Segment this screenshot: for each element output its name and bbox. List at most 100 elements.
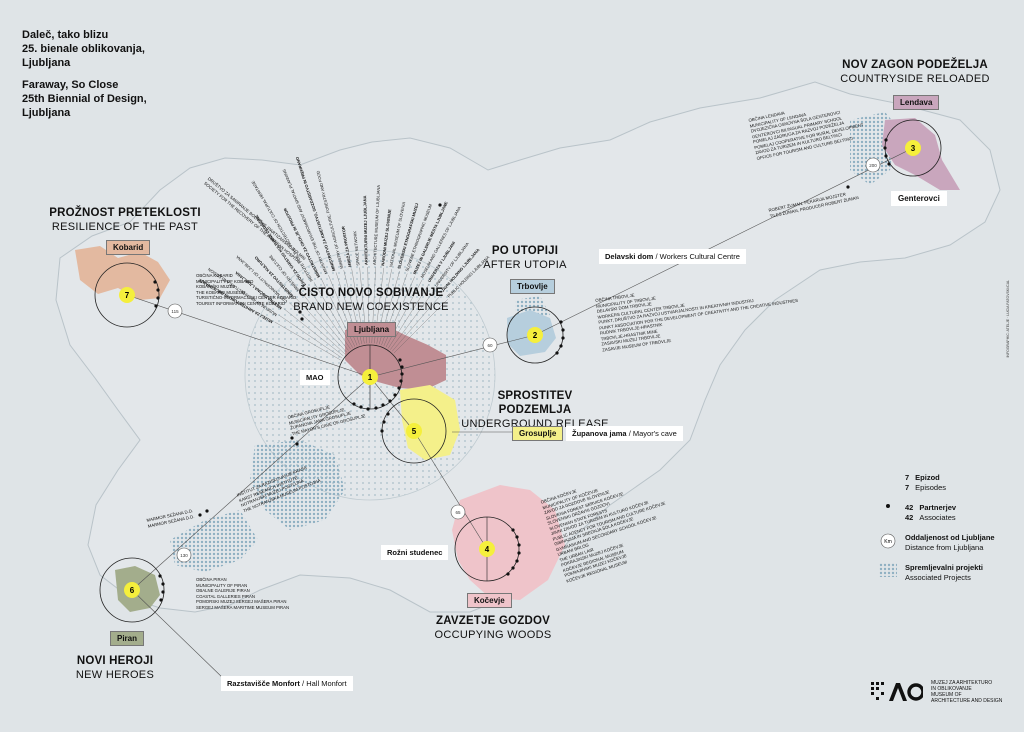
distance-badge-4: [450, 504, 466, 520]
associated-projects-icon: [879, 563, 897, 577]
episode-title-sl: ZAVZETJE GOZDOV: [436, 615, 550, 627]
ljubljana-associate-line: [388, 284, 430, 349]
episode-title-sl: PO UTOPIJI: [491, 245, 559, 257]
venue-rozni-studenec: Rožni studenec: [381, 545, 449, 560]
ljubljana-associate-line: [283, 308, 344, 356]
mao-logo: MUZEJ ZA ARHITEKTURO IN OBLIKOVANJE MUSE…: [871, 680, 1002, 704]
partner-dot-icon: [886, 504, 890, 508]
svg-text:Km: Km: [884, 539, 892, 545]
ljubljana-associate-label: SPACE NETWORK: [352, 230, 360, 265]
episode-marker-3: [905, 140, 921, 156]
episode-number-6: 6: [130, 586, 135, 595]
episode-title-en: RESILIENCE OF THE PAST: [51, 221, 199, 233]
distance-label-2: 60: [487, 343, 493, 348]
venue-delavski-dom: Delavski dom / Workers Cultural Centre: [599, 249, 746, 264]
episode-title-en: COUNTRYSIDE RELOADED: [840, 73, 990, 85]
episode-title-2: PO UTOPIJI AFTER UTOPIA: [470, 244, 580, 272]
partner-dots-1: [352, 358, 404, 411]
distance-label-4: 65: [455, 510, 461, 515]
partner-dots-4: [506, 528, 521, 576]
place-tag-kocevje: Kočevje: [467, 593, 512, 608]
credit: INFOGRAPHIC: ATELJE · LUCIA PATOVSKI/CAL: [1006, 280, 1010, 358]
region-grosuplje: [400, 385, 460, 460]
distance-badge-3: [865, 157, 881, 173]
place-tag-genterovci: Genterovci: [891, 191, 947, 206]
episode-marker-7: [119, 287, 135, 303]
place-tag-piran: Piran: [110, 631, 145, 646]
episode-number-4: 4: [485, 545, 490, 554]
episode-marker-4: [479, 541, 495, 557]
episode-title-5: SPROSTITEV PODZEMLJA UNDERGROUND RELEASE: [460, 389, 610, 431]
ljubljana-associate-line: [278, 315, 342, 359]
ljubljana-associate-line: [313, 282, 353, 348]
venue-zupanova-jama: Županova jama / Mayor's cave: [566, 426, 683, 441]
venue-monfort: Razstavišče Monfort / Hall Monfort: [221, 676, 353, 691]
episode-title-4: ZAVZETJE GOZDOV OCCUPYING WOODS: [418, 614, 568, 642]
place-tag-trbovlje: Trbovlje: [510, 279, 555, 294]
associates-piran: OBČINA PIRAN MUNICIPALITY OF PIRAN OBALN…: [196, 577, 290, 610]
episode-title-en: OCCUPYING WOODS: [434, 629, 552, 641]
ljubljana-associate-line: [307, 286, 351, 350]
distance-badge-2: [482, 337, 498, 353]
episode-circle-6: [99, 557, 165, 623]
region-kocevje: [452, 485, 565, 600]
ljubljana-associate-label: ARCHITECTURE MUSEUM OF LJUBLJANA: [372, 184, 381, 265]
distance-label-6: 130: [180, 553, 188, 558]
place-tag-grosuplje: Grosuplje: [512, 426, 564, 441]
intro-english: Faraway, So Close 25th Biennial of Desig…: [22, 79, 147, 119]
partner-dots-6: [158, 574, 165, 602]
episode-number-7: 7: [125, 291, 130, 300]
ljubljana-associate-label: ARHITEKTURNI MUZEJ LJUBLJANA: [362, 195, 368, 265]
episode-number-1: 1: [368, 373, 373, 382]
partner-dots-7: [153, 280, 160, 308]
region-lendava: [882, 118, 960, 190]
ljubljana-associate-line: [294, 296, 347, 353]
ljubljana-associate-line: [300, 291, 349, 351]
episode-marker-5: [406, 423, 422, 439]
distance-badge-icon: Km: [880, 533, 896, 549]
intro-block: Daleč, tako blizu 25. bienale oblikovanj…: [22, 28, 147, 128]
ljubljana-associate-line: [274, 321, 341, 361]
episode-marker-2: [527, 327, 543, 343]
episode-circle-7: [94, 262, 160, 328]
region-kobarid: [75, 246, 170, 300]
place-tag-ljubljana: Ljubljana: [347, 322, 397, 337]
episode-title-7: PROŽNOST PRETEKLOSTI RESILIENCE OF THE P…: [40, 206, 210, 234]
episode-number-3: 3: [911, 144, 916, 153]
partner-dots-3: [883, 138, 891, 166]
associated-dots: [198, 185, 850, 517]
episode-title-sl: ČISTO NOVO SOBIVANJE: [298, 287, 444, 299]
ljubljana-associate-line: [393, 299, 448, 354]
intro-slovene: Daleč, tako blizu 25. bienale oblikovanj…: [22, 29, 145, 69]
episode-number-5: 5: [412, 427, 417, 436]
episode-title-en: NEW HEROES: [75, 669, 155, 681]
episode-marker-6: [124, 582, 140, 598]
distance-label-7: 115: [171, 309, 179, 314]
ljubljana-associate-label: MREŽA ZA PROSTOR: [340, 226, 352, 268]
partner-dots-5: [380, 412, 390, 433]
distance-badge-6: [176, 547, 192, 563]
episode-title-1: ČISTO NOVO SOBIVANJE BRAND NEW COEXISTEN…: [286, 286, 456, 314]
episode-title-sl: NOV ZAGON PODEŽELJA: [842, 59, 988, 71]
episode-circle-2: [506, 306, 564, 364]
ljubljana-associate-line: [390, 288, 436, 350]
episode-number-2: 2: [533, 331, 538, 340]
distance-badge-7: [167, 303, 183, 319]
place-tag-lendava: Lendava: [893, 95, 940, 110]
partner-dots-2: [555, 320, 565, 355]
place-tag-kobarid: Kobarid: [106, 240, 151, 255]
episode-marker-1: [362, 369, 378, 385]
episode-title-sl: SPROSTITEV PODZEMLJA: [497, 390, 573, 416]
associated-coast: [170, 510, 258, 572]
mao-logo-text: MUZEJ ZA ARHITEKTURO IN OBLIKOVANJE MUSE…: [931, 680, 1003, 704]
ljubljana-associate-line: [288, 302, 346, 355]
venue-mao: MAO: [300, 370, 330, 385]
episode-title-6: NOVI HEROJI NEW HEROES: [60, 654, 170, 682]
episode-title-en: BRAND NEW COEXISTENCE: [293, 301, 449, 313]
